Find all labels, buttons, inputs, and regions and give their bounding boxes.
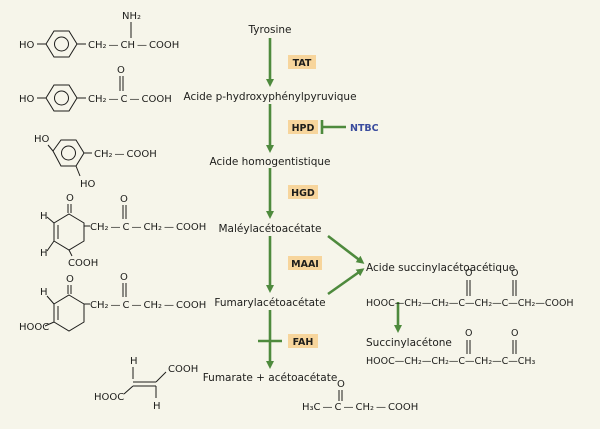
ntbc-label: NTBC	[350, 123, 379, 134]
enzyme-hgd: HGD	[288, 185, 318, 199]
faa-ring-o: O	[66, 274, 74, 285]
fum-h-top: H	[130, 356, 138, 367]
metabolite-fumarate-acetoacetate: Fumarate + acétoacétate	[203, 372, 338, 384]
tyr-nh2: NH₂	[122, 11, 141, 22]
enzyme-tat: TAT	[288, 55, 316, 69]
enzyme-maai: MAAI	[288, 256, 322, 270]
hga-oh-bottom: HO	[80, 179, 96, 190]
metabolite-succinylacetoacetic: Acide succinylacétoacétique	[366, 262, 515, 274]
structure-succinylacetoacetic: HOOC—CH₂—CH₂—C—CH₂—C—CH₂—COOH O O	[366, 268, 574, 309]
structure-tyrosine: HO CH₂ — CH — COOH NH₂	[19, 11, 179, 58]
hga-ho-top: HO	[34, 134, 50, 145]
faa-hooc: HOOC	[19, 322, 49, 333]
maa-h-bottom: H	[40, 248, 48, 259]
aca-formula: H₃C — C — CH₂ — COOH	[302, 402, 418, 413]
structure-homogentisic: HO CH₂ — COOH HO	[34, 134, 157, 190]
maa-ring-o: O	[66, 193, 74, 204]
sa-o-1: O	[465, 328, 472, 339]
structure-hpp: HO CH₂ — C — COOH O	[19, 65, 172, 112]
arrow-fumaryl-to-succinylacetoacetic	[327, 268, 365, 296]
structure-succinylacetone: HOOC—CH₂—CH₂—C—CH₂—C—CH₃ O O	[366, 328, 536, 367]
ntbc-inhibition: NTBC	[320, 120, 379, 134]
hpp-chain: CH₂ — C — COOH	[88, 94, 172, 105]
structure-acetoacetate: H₃C — C — CH₂ — COOH O	[302, 379, 418, 413]
metabolite-hpp: Acide p-hydroxyphénylpyruvique	[183, 91, 356, 103]
structure-maleylacetoacetate: O H H COOH CH₂ — C — CH₂ — COOH O	[40, 193, 206, 269]
maa-o: O	[120, 194, 128, 205]
enzyme-hpd-label: HPD	[292, 123, 315, 134]
tyr-chain: CH₂ — CH — COOH	[88, 40, 179, 51]
sa-o-2: O	[511, 328, 518, 339]
metabolite-tyrosine: Tyrosine	[247, 24, 291, 36]
maa-h-top: H	[40, 211, 48, 222]
maa-chain: CH₂ — C — CH₂ — COOH	[90, 222, 206, 233]
structure-fumarate: H COOH HOOC H	[94, 356, 198, 412]
hga-chain: CH₂ — COOH	[94, 149, 157, 160]
enzyme-tat-label: TAT	[293, 58, 312, 69]
enzyme-maai-label: MAAI	[291, 259, 319, 270]
fum-h-bottom: H	[153, 401, 161, 412]
sa-formula: HOOC—CH₂—CH₂—C—CH₂—C—CH₃	[366, 356, 536, 367]
metabolite-fumarylacetoacetate: Fumarylacétoacétate	[214, 297, 325, 309]
metabolite-maleylacetoacetate: Maléylacétoacétate	[218, 223, 321, 235]
faa-o: O	[120, 272, 128, 283]
maa-cooh: COOH	[68, 258, 98, 269]
enzyme-fah: FAH	[288, 334, 318, 348]
faa-h: H	[40, 287, 48, 298]
hpp-o: O	[117, 65, 125, 76]
aca-o: O	[337, 379, 345, 390]
saa-formula: HOOC—CH₂—CH₂—C—CH₂—C—CH₂—COOH	[366, 298, 574, 309]
saa-o-1: O	[465, 268, 472, 279]
arrow-maleyl-to-succinylacetoacetic	[327, 234, 365, 264]
fum-cooh: COOH	[168, 364, 198, 375]
fum-hooc: HOOC	[94, 392, 124, 403]
metabolite-succinylacetone: Succinylacétone	[366, 337, 452, 349]
enzyme-hgd-label: HGD	[291, 188, 315, 199]
hpp-ho: HO	[19, 94, 35, 105]
main-pathway-arrows	[266, 38, 402, 369]
structure-fumarylacetoacetate: O H HOOC CH₂ — C — CH₂ — COOH O	[19, 272, 206, 333]
tyr-ho: HO	[19, 40, 35, 51]
enzyme-hpd: HPD	[288, 120, 318, 134]
faa-chain: CH₂ — C — CH₂ — COOH	[90, 300, 206, 311]
enzyme-fah-label: FAH	[293, 337, 314, 348]
saa-o-2: O	[511, 268, 518, 279]
metabolite-homogentisic: Acide homogentistique	[210, 156, 331, 168]
